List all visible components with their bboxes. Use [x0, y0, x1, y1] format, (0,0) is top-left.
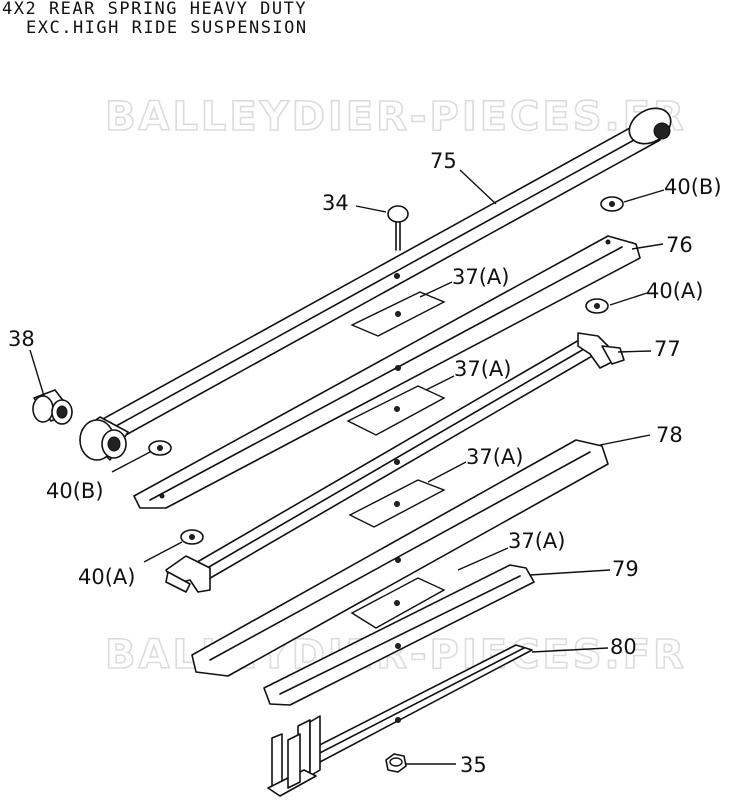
callout-40b-left: 40(B) — [46, 479, 104, 503]
callout-40a-top: 40(A) — [646, 279, 703, 303]
main-leaf-75 — [79, 107, 672, 461]
callout-77: 77 — [654, 337, 681, 361]
callout-38: 38 — [8, 327, 35, 351]
callout-75: 75 — [430, 149, 457, 173]
washer-40b-left — [148, 440, 172, 456]
callout-40a-left: 40(A) — [78, 565, 135, 589]
diagram-title-line-2: EXC.HIGH RIDE SUSPENSION — [26, 18, 308, 38]
center-bolt-34 — [387, 205, 409, 251]
callout-37a-3: 37(A) — [466, 445, 523, 469]
callout-35: 35 — [460, 753, 487, 777]
leaf-79 — [263, 564, 535, 706]
diagram-title-line-1: 4X2 REAR SPRING HEAVY DUTY — [2, 0, 307, 19]
leaf-78 — [191, 439, 609, 677]
callout-76: 76 — [666, 233, 693, 257]
callout-37a-4: 37(A) — [508, 529, 565, 553]
leaf-77-with-clips — [165, 332, 625, 593]
callout-40b-top: 40(B) — [664, 175, 722, 199]
bushing-38 — [32, 389, 73, 425]
callout-37a-1: 37(A) — [452, 265, 509, 289]
washer-40a-top — [585, 298, 609, 314]
leader-lines — [29, 169, 665, 765]
washer-40a-left — [180, 529, 204, 545]
leaf-76 — [133, 235, 641, 509]
callout-78: 78 — [656, 423, 683, 447]
callout-79: 79 — [612, 557, 639, 581]
callout-80: 80 — [610, 635, 637, 659]
callout-37a-2: 37(A) — [454, 357, 511, 381]
watermark-top: BALLEYDIER-PIECES.FR — [105, 94, 687, 140]
spring-seat-bracket — [267, 715, 321, 797]
nut-35 — [385, 753, 407, 773]
washer-40b-top — [600, 196, 624, 212]
callout-34: 34 — [322, 191, 349, 215]
